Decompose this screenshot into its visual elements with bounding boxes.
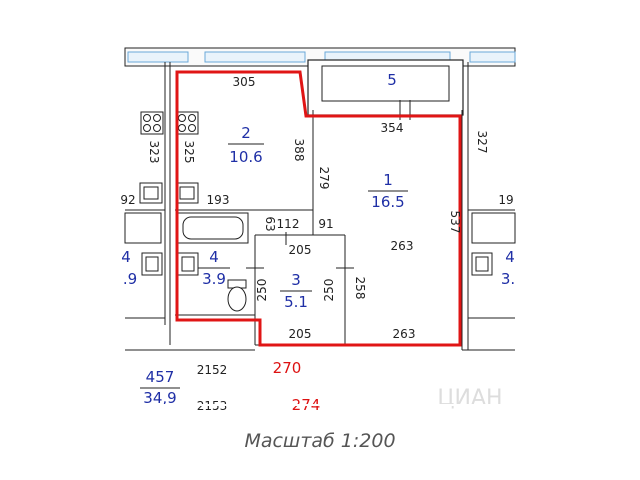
kitchen-sink-icon	[175, 182, 199, 204]
room-4-area: 3.9	[202, 270, 226, 288]
stove-icon	[175, 111, 199, 135]
room-2-number: 2	[241, 124, 251, 142]
left-neighbor-room-area: .9	[123, 270, 137, 288]
watermark: ЦИАН	[437, 386, 502, 411]
dim-205-top: 205	[289, 243, 312, 257]
dim-205-bottom: 205	[289, 327, 312, 341]
right-neighbor-room-number: 4	[505, 248, 515, 266]
window-kitchen	[204, 51, 306, 63]
room-4-number: 4	[209, 248, 219, 266]
dim-325: 325	[182, 141, 196, 164]
bath-sink-left-neighbor-icon	[141, 252, 163, 276]
dim-279: 279	[317, 167, 331, 190]
dim-354: 354	[381, 121, 404, 135]
room-2-area: 10.6	[229, 148, 262, 166]
kitchen-sink-left-neighbor-icon	[139, 182, 163, 204]
bath-sink-icon	[177, 252, 199, 276]
room-3-area: 5.1	[284, 293, 308, 311]
dim-258: 258	[353, 277, 367, 300]
bathtub-icon	[177, 212, 249, 244]
dim-250-right: 250	[322, 279, 336, 302]
window-left-top	[127, 51, 189, 63]
room-1-area: 16.5	[371, 193, 404, 211]
room-5-number: 5	[387, 71, 397, 89]
dim-250-left: 250	[255, 279, 269, 302]
dim-193: 193	[207, 193, 230, 207]
balcony-inner	[321, 65, 450, 102]
stove-left-neighbor-icon	[140, 111, 164, 135]
apartment-boundary	[175, 70, 462, 347]
red-label-270: 270	[273, 359, 302, 377]
neighbor-apartment-number: 457	[146, 368, 175, 386]
dim-91: 91	[318, 217, 333, 231]
dim-112: 112	[277, 217, 300, 231]
dim-305: 305	[233, 75, 256, 89]
window-right-top	[469, 51, 516, 63]
dim-63: 63	[263, 216, 277, 231]
right-neighbor-room-area: 3.	[501, 270, 515, 288]
left-neighbor-room-number: 4	[121, 248, 131, 266]
dim-2152: 2152	[197, 363, 228, 377]
dim-263-mid: 263	[391, 239, 414, 253]
dim-327: 327	[475, 131, 489, 154]
bath-sink-right-neighbor-icon	[471, 252, 493, 276]
bathtub-left-neighbor-icon	[124, 212, 162, 244]
dim-19: 19	[498, 193, 513, 207]
scale-label: Масштаб 1:200	[244, 430, 396, 452]
room-1-number: 1	[383, 171, 393, 189]
neighbor-apartment-area: 34,9	[143, 389, 176, 407]
dim-263-bottom: 263	[393, 327, 416, 341]
bathtub-right-neighbor-icon	[471, 212, 516, 244]
dim-537: 537	[448, 211, 462, 234]
room-3-number: 3	[291, 271, 301, 289]
toilet-icon	[227, 279, 247, 312]
dim-92: 92	[120, 193, 135, 207]
dim-323: 323	[147, 141, 161, 164]
dim-388: 388	[292, 139, 306, 162]
